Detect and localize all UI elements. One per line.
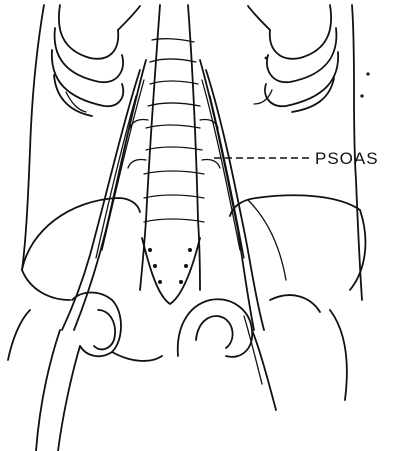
left-hip-joint	[8, 293, 162, 451]
left-psoas-muscle	[62, 60, 146, 330]
pelvis	[22, 195, 365, 304]
psoas-label: PSOAS	[315, 149, 379, 168]
right-hip-joint	[178, 295, 347, 410]
right-rib-cage	[248, 5, 338, 112]
right-psoas-muscle	[200, 60, 264, 330]
spine	[128, 5, 220, 290]
left-rib-cage	[52, 5, 140, 116]
